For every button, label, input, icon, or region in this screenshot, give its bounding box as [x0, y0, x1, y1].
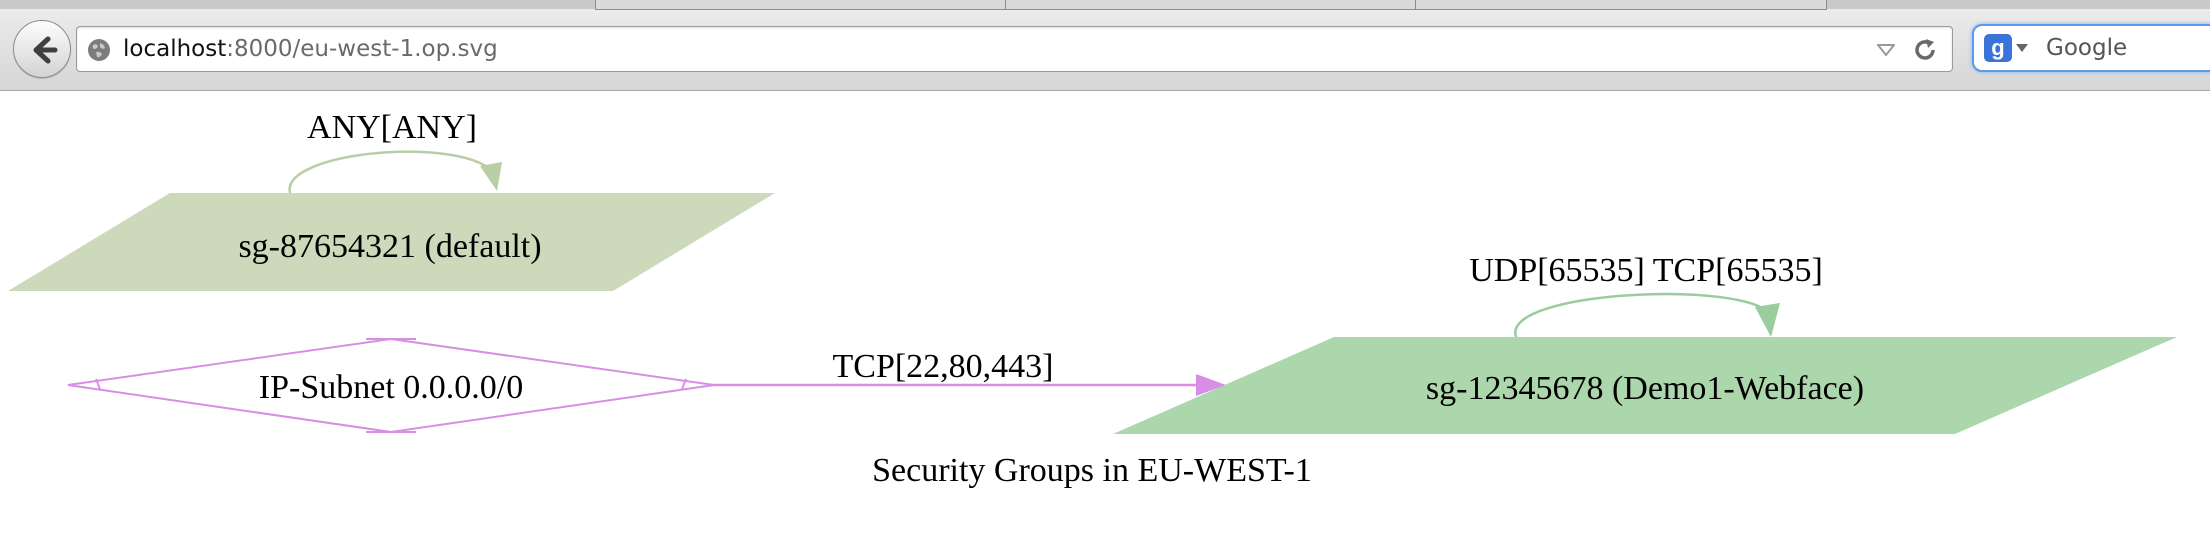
url-path: :8000/eu-west-1.op.svg — [226, 36, 498, 62]
search-engine-dropdown-icon[interactable] — [2016, 44, 2028, 52]
ip-subnet-label: IP-Subnet 0.0.0.0/0 — [259, 369, 523, 406]
back-button[interactable] — [13, 20, 71, 78]
reload-icon[interactable] — [1912, 37, 1938, 63]
address-bar[interactable]: localhost:8000/eu-west-1.op.svg — [76, 26, 1953, 72]
webface-group-node[interactable] — [1113, 337, 2177, 434]
browser-toolbar: localhost:8000/eu-west-1.op.svg g Google — [0, 0, 2210, 91]
google-icon[interactable]: g — [1984, 34, 2012, 62]
history-dropdown-icon[interactable] — [1877, 44, 1895, 56]
subnet-to-webface-arrowhead — [1196, 374, 1226, 396]
graph-caption: Security Groups in EU-WEST-1 — [872, 452, 1312, 489]
globe-icon — [88, 39, 110, 61]
tab-strip — [0, 0, 2210, 10]
default-self-loop-edge — [288, 150, 497, 194]
webface-self-loop-arrowhead — [1755, 303, 1780, 337]
browser-tab[interactable] — [1415, 0, 1827, 10]
subnet-to-webface-label: TCP[22,80,443] — [833, 348, 1054, 385]
default-self-rule-label: ANY[ANY] — [307, 109, 477, 146]
subnet-corner-marks — [95, 338, 687, 433]
webface-self-rule-label: UDP[65535] TCP[65535] — [1469, 252, 1823, 289]
webface-self-loop-edge — [1514, 292, 1772, 338]
default-self-loop-arrowhead — [480, 162, 502, 191]
url-host: localhost — [123, 36, 227, 62]
webface-group-label: sg-12345678 (Demo1-Webface) — [1426, 370, 1864, 407]
search-placeholder: Google — [2046, 35, 2128, 61]
default-group-node[interactable] — [8, 193, 775, 291]
back-arrow-icon — [33, 36, 58, 64]
search-bar[interactable]: g Google — [1972, 24, 2210, 72]
default-group-label: sg-87654321 (default) — [238, 228, 541, 265]
url-text[interactable]: localhost:8000/eu-west-1.op.svg — [123, 36, 498, 62]
